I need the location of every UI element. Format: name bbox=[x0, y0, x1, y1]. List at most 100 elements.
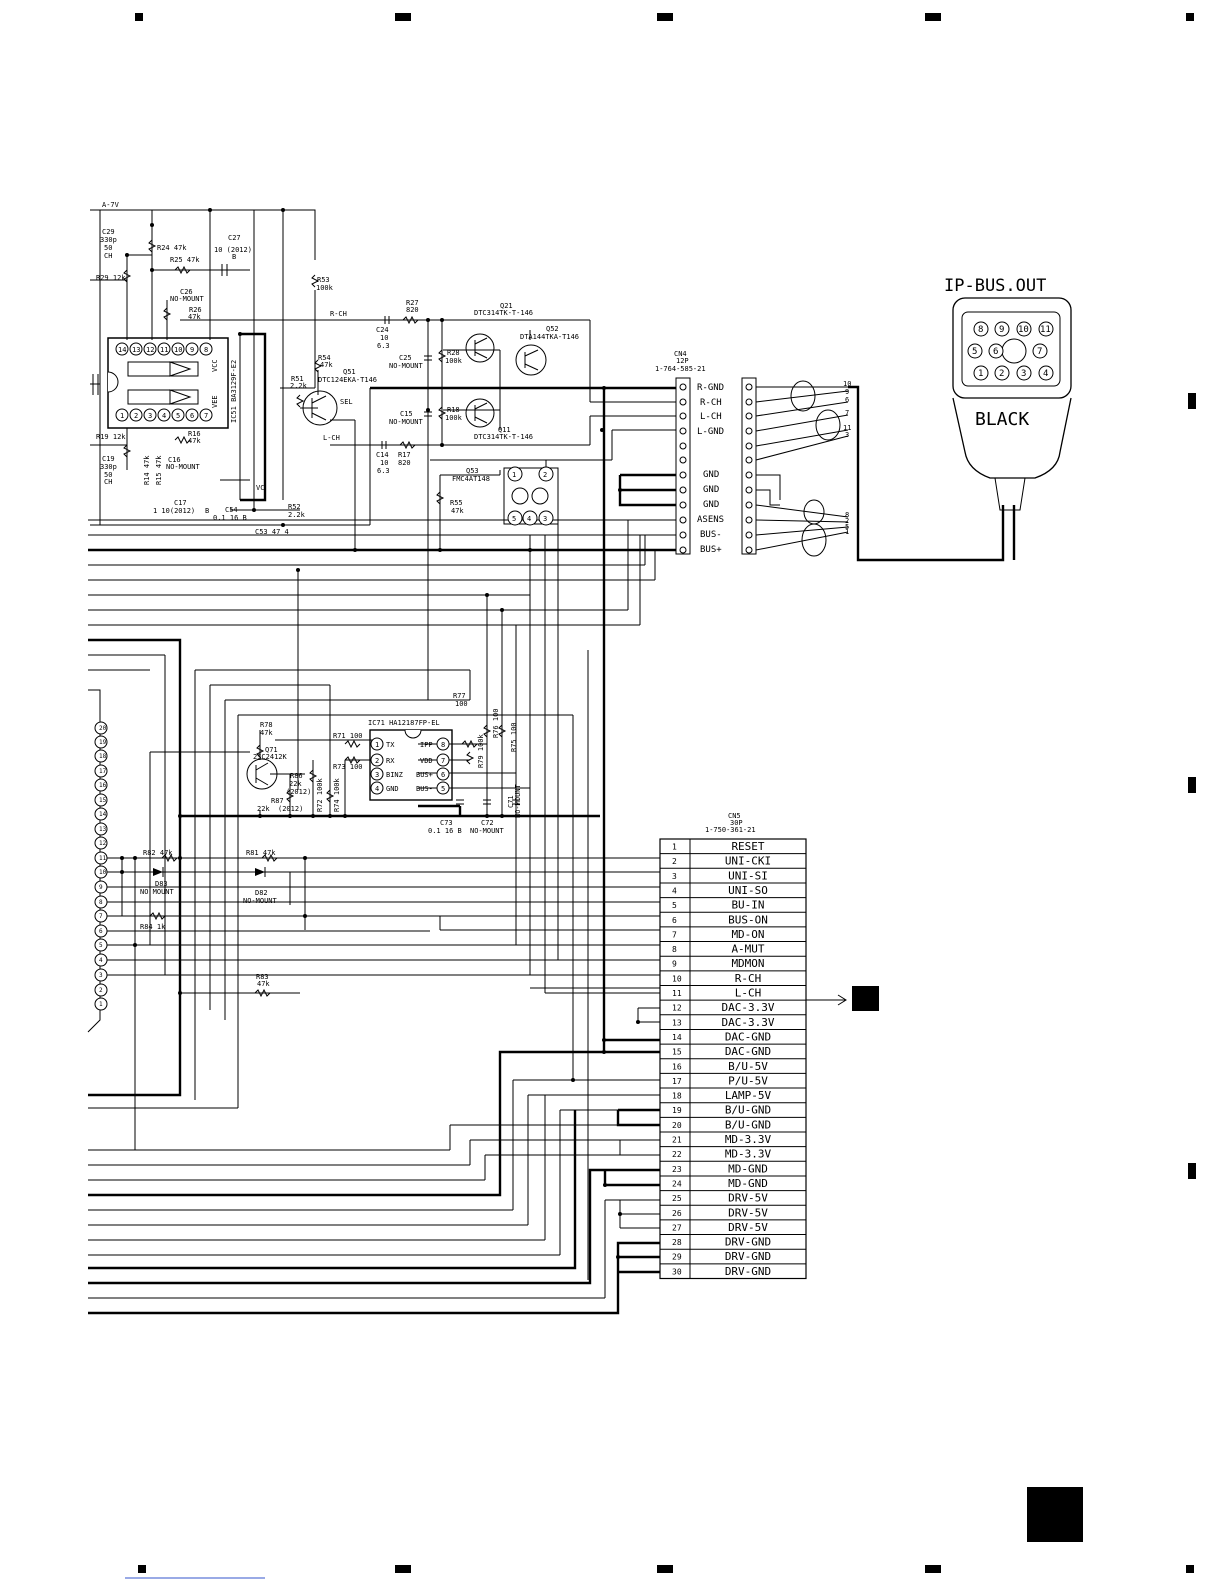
svg-text:6.3: 6.3 bbox=[377, 342, 390, 350]
vee-label: VEE bbox=[211, 395, 219, 408]
cn5-pin-signal: UNI-SI bbox=[728, 869, 768, 882]
cable-wire-numbers: 10 9 6 7 11 3 8 2 5 1 bbox=[843, 380, 851, 536]
svg-text:GND: GND bbox=[386, 785, 399, 793]
cn5-pin-signal: DAC-GND bbox=[725, 1030, 771, 1043]
q71-transistor bbox=[246, 758, 278, 790]
cn5-pin-number: 9 bbox=[672, 960, 677, 969]
cn5-pin-number: 19 bbox=[672, 1106, 682, 1115]
cn5-pin-number: 10 bbox=[672, 974, 682, 983]
svg-text:GND: GND bbox=[703, 470, 719, 480]
svg-text:0.1 16 B: 0.1 16 B bbox=[428, 827, 462, 835]
d83-label: D83 bbox=[155, 880, 168, 888]
cn5-pin-signal: MDMON bbox=[731, 957, 764, 970]
svg-text:13: 13 bbox=[132, 346, 140, 354]
q51-transistor bbox=[302, 390, 338, 426]
cn5-pin-signal: B/U-GND bbox=[725, 1104, 771, 1117]
r83-label: R83 bbox=[256, 973, 269, 981]
r84-label: R84 1k bbox=[140, 923, 166, 931]
svg-text:0.1 16 B: 0.1 16 B bbox=[213, 514, 247, 522]
cn5-pin-number: 22 bbox=[672, 1150, 682, 1159]
c27-label: C27 bbox=[228, 234, 241, 242]
svg-text:BUS+: BUS+ bbox=[416, 771, 433, 779]
switch-area-junctions bbox=[125, 208, 622, 552]
cn5-pin-number: 3 bbox=[672, 872, 677, 881]
svg-text:820: 820 bbox=[398, 459, 411, 467]
lch-switch-label: L-CH bbox=[323, 434, 340, 442]
continuation-arrow bbox=[806, 994, 847, 1006]
r86-label: R86 bbox=[290, 772, 303, 780]
svg-text:4: 4 bbox=[527, 515, 531, 523]
svg-text:DTC124EKA-T146: DTC124EKA-T146 bbox=[318, 376, 377, 384]
cn5-pin-signal: DRV-GND bbox=[725, 1250, 771, 1263]
cn5-pin-signal: BU-IN bbox=[731, 899, 764, 912]
svg-text:IPP: IPP bbox=[420, 741, 433, 749]
r28-label: R28 bbox=[447, 349, 460, 357]
r81-label: R81 47k bbox=[246, 849, 276, 857]
q53-chip: 1 2 5 4 3 bbox=[503, 466, 559, 526]
cn5-pin-number: 18 bbox=[672, 1092, 682, 1101]
cn5-pin-number: 11 bbox=[672, 989, 682, 998]
svg-text:5: 5 bbox=[99, 942, 103, 949]
q52-transistor bbox=[515, 344, 547, 376]
svg-text:FMC4AT148: FMC4AT148 bbox=[452, 475, 490, 483]
svg-text:19: 19 bbox=[99, 739, 107, 746]
supply-label: A-7V bbox=[102, 201, 120, 209]
svg-text:8: 8 bbox=[99, 899, 103, 906]
page-number-block bbox=[1027, 1487, 1083, 1542]
cn4-connector: CN4 12P 1-764-585-21 bbox=[655, 350, 757, 555]
r51-label: R51 bbox=[291, 375, 304, 383]
cn5-pin-signal: B/U-5V bbox=[728, 1060, 768, 1073]
svg-text:3: 3 bbox=[99, 972, 103, 979]
cn5-pin-signal: A-MUT bbox=[731, 943, 764, 956]
svg-text:NO-MOUNT: NO-MOUNT bbox=[389, 362, 424, 370]
svg-text:CH: CH bbox=[104, 252, 112, 260]
q21-transistor bbox=[465, 333, 495, 363]
c19-label: C19 bbox=[102, 455, 115, 463]
svg-text:L-GND: L-GND bbox=[697, 427, 724, 437]
q11-label: Q11 bbox=[498, 426, 511, 434]
cn5-pin-number: 5 bbox=[672, 901, 677, 910]
cn5-pin-number: 7 bbox=[672, 930, 677, 939]
svg-text:NO-MOUNT: NO-MOUNT bbox=[389, 418, 424, 426]
svg-text:17: 17 bbox=[99, 768, 107, 775]
svg-text:12: 12 bbox=[146, 346, 154, 354]
svg-text:7: 7 bbox=[441, 757, 445, 765]
ic71-label: IC71 HA12187FP-EL bbox=[368, 719, 440, 727]
svg-text:330p: 330p bbox=[100, 236, 117, 244]
svg-text:13: 13 bbox=[99, 826, 107, 833]
r25-label: R25 47k bbox=[170, 256, 200, 264]
svg-text:100: 100 bbox=[455, 700, 468, 708]
c14-label: C14 bbox=[376, 451, 389, 459]
ic71-pin-labels: TX RX BINZ GND IPP VDD BUS+ BUS- bbox=[386, 741, 433, 793]
svg-text:1: 1 bbox=[512, 471, 516, 479]
svg-text:NO MOUNT: NO MOUNT bbox=[140, 888, 175, 896]
svg-text:10: 10 bbox=[380, 334, 388, 342]
vc-label: VC bbox=[256, 484, 264, 492]
r18-label: R18 bbox=[447, 406, 460, 414]
svg-text:6: 6 bbox=[99, 928, 103, 935]
svg-text:4: 4 bbox=[162, 412, 166, 420]
svg-text:18: 18 bbox=[99, 753, 107, 760]
c24-label: C24 bbox=[376, 326, 389, 334]
ic71-passives bbox=[256, 724, 520, 805]
cn5-pin-signal: MD-GND bbox=[728, 1162, 768, 1175]
cn5-pin-signal: DRV-GND bbox=[725, 1236, 771, 1249]
svg-text:22k: 22k bbox=[289, 780, 302, 788]
r87-label: R87 bbox=[271, 797, 284, 805]
r26-label: R26 bbox=[189, 306, 202, 314]
cn5-pin-number: 23 bbox=[672, 1165, 682, 1174]
left-edge-connector: 20 19 18 17 16 15 14 13 12 11 10 9 8 7 6… bbox=[87, 689, 108, 1033]
c73-label: C73 bbox=[440, 819, 453, 827]
svg-text:11: 11 bbox=[1040, 325, 1051, 335]
svg-text:1 10(2012): 1 10(2012) bbox=[153, 507, 195, 515]
r82-label: R82 47k bbox=[143, 849, 173, 857]
cn5-pin-number: 4 bbox=[672, 886, 677, 895]
svg-text:100k: 100k bbox=[445, 357, 463, 365]
cn5-pin-signal: UNI-SO bbox=[728, 884, 768, 897]
r79-label: R79 100k bbox=[477, 733, 485, 768]
ic51-passives bbox=[92, 239, 320, 458]
svg-text:4: 4 bbox=[375, 785, 379, 793]
svg-text:6: 6 bbox=[190, 412, 194, 420]
cn5-header: CN5 30P 1-750-361-21 bbox=[705, 812, 756, 834]
